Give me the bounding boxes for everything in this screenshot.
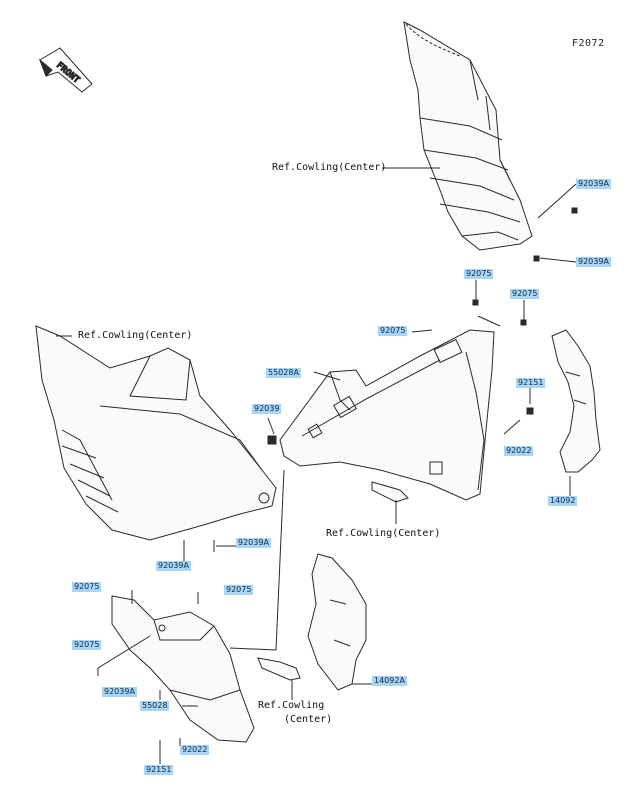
ref-label-cowling-center: Ref.Cowling(Center) bbox=[78, 330, 193, 341]
part-number-tag[interactable]: 92022 bbox=[504, 446, 534, 456]
part-number-tag[interactable]: 92075 bbox=[72, 640, 102, 650]
ref-label-cowling-center: Ref.Cowling(Center) bbox=[326, 528, 441, 539]
part-number-tag[interactable]: 92075 bbox=[464, 269, 494, 279]
part-number-tag[interactable]: 92039A bbox=[236, 538, 271, 548]
part-number-tag[interactable]: 55028A bbox=[266, 368, 301, 378]
upper-inner-cowl bbox=[403, 21, 533, 251]
part-number-tag[interactable]: 92039A bbox=[102, 687, 137, 697]
lower-right-panel bbox=[307, 553, 367, 691]
part-number-tag[interactable]: 14092 bbox=[548, 496, 578, 506]
part-number-tag[interactable]: 92075 bbox=[510, 289, 540, 299]
ref-label-cowling-center: Ref.Cowling(Center) bbox=[272, 162, 387, 173]
part-number-tag[interactable]: 14092A bbox=[372, 676, 407, 686]
lower-left-cowl bbox=[111, 595, 255, 743]
part-number-tag[interactable]: 55028 bbox=[140, 701, 170, 711]
part-number-tag[interactable]: 92075 bbox=[378, 326, 408, 336]
part-number-tag[interactable]: 92039 bbox=[252, 404, 282, 414]
part-number-tag[interactable]: 92022 bbox=[180, 745, 210, 755]
part-number-tag[interactable]: 92151 bbox=[144, 765, 174, 775]
part-number-tag[interactable]: 92075 bbox=[224, 585, 254, 595]
part-number-tag[interactable]: 92039A bbox=[156, 561, 191, 571]
figure-id: F2072 bbox=[572, 38, 605, 49]
front-arrow-icon: FRONT bbox=[38, 47, 93, 93]
part-number-tag[interactable]: 92039A bbox=[576, 257, 611, 267]
part-number-tag[interactable]: 92039A bbox=[576, 179, 611, 189]
part-number-tag[interactable]: 92151 bbox=[516, 378, 546, 388]
center-lower-cowl bbox=[279, 329, 495, 501]
ref-label-cowling: Ref.Cowling bbox=[258, 700, 325, 711]
left-side-cowl bbox=[35, 325, 277, 541]
ref-label-center: (Center) bbox=[284, 714, 333, 725]
right-bracket bbox=[551, 329, 601, 473]
part-number-tag[interactable]: 92075 bbox=[72, 582, 102, 592]
